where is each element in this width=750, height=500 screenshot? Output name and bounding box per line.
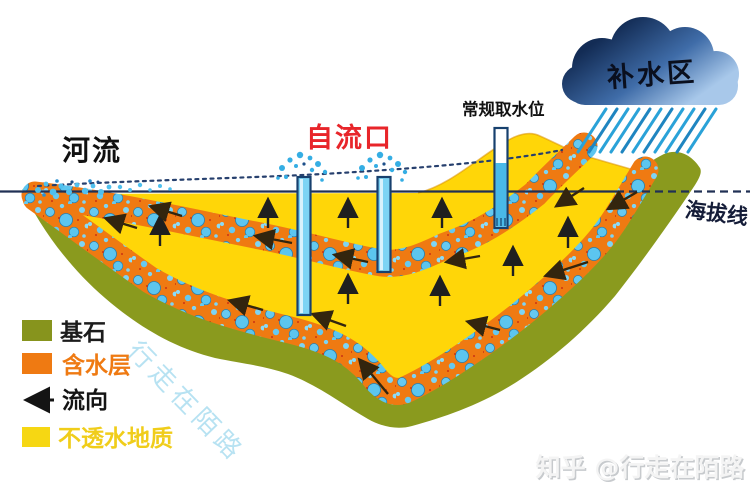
label-sea-level: 海拔线 xyxy=(684,198,749,229)
legend: 基石 含水层 流向 不透水地质 xyxy=(22,320,173,452)
upward-flow-arrows xyxy=(149,196,579,306)
surface-outline xyxy=(417,132,641,194)
label-river: 河流 xyxy=(62,134,122,167)
river-droplets xyxy=(35,179,172,197)
recharge-cloud xyxy=(562,17,739,105)
aquifer-flow-arrows xyxy=(102,186,638,395)
svg-text:知乎 @行走在陌路: 知乎 @行走在陌路 xyxy=(536,453,746,482)
label-normal-intake: 常规取水位 xyxy=(462,99,545,119)
piezometric-dotted-line xyxy=(36,148,564,188)
legend-swatch-bedrock xyxy=(22,320,52,341)
credit-watermark: 知乎 @行走在陌路 知乎 @行走在陌路 xyxy=(536,453,747,484)
legend-swatch-aquifer xyxy=(22,353,52,374)
legend-label-bedrock: 基石 xyxy=(60,320,106,346)
legend-swatch-impermeable xyxy=(22,427,50,447)
label-artesian-outlet: 自流口 xyxy=(306,122,393,154)
normal-well xyxy=(493,126,509,230)
svg-text:知乎 @行走在陌路: 知乎 @行走在陌路 xyxy=(537,455,747,484)
well-spray-droplets xyxy=(276,151,408,182)
label-recharge-area: 补水区 xyxy=(606,57,698,94)
legend-label-aquifer: 含水层 xyxy=(62,352,131,379)
legend-label-impermeable: 不透水地质 xyxy=(58,426,173,452)
aquifer-lower-band xyxy=(22,156,659,405)
artesian-well-1 xyxy=(296,175,312,317)
legend-label-flow: 流向 xyxy=(62,387,108,414)
rain-lines xyxy=(576,107,718,154)
artesian-well-2 xyxy=(376,175,392,274)
